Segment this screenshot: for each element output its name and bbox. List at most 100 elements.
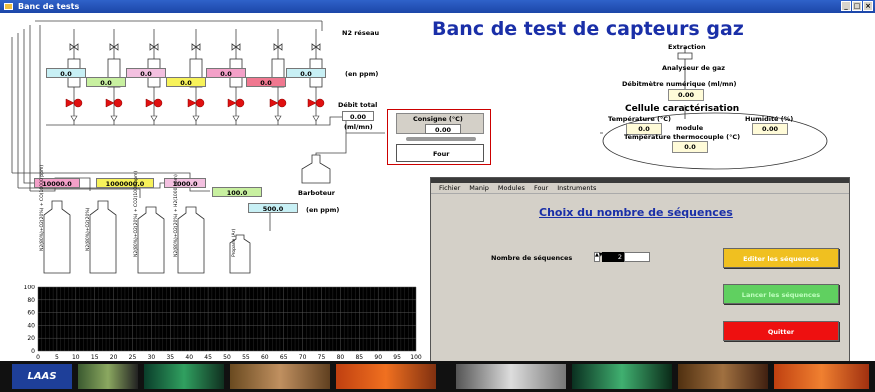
y-tick-label: 40: [27, 322, 35, 329]
window-titlebar: Banc de tests _ □ ×: [0, 0, 875, 13]
gas-schematic: [11, 20, 385, 274]
temp-label: Température (°C): [608, 115, 671, 123]
laas-logo: LAAS: [12, 364, 72, 389]
app-icon: [4, 3, 13, 10]
cellule-title: Cellule caractérisation: [625, 104, 740, 114]
menu-four[interactable]: Four: [533, 184, 549, 192]
menu-instruments[interactable]: Instruments: [557, 184, 597, 192]
consigne-slider[interactable]: [406, 137, 476, 141]
thermo-label: Température thermocouple (°C): [624, 133, 741, 141]
analyseur-label: Analyseur de gaz: [662, 64, 726, 72]
nb-seq-label: Nombre de séquences: [491, 254, 573, 262]
debit-total-unit: (ml/mn): [344, 123, 373, 131]
menu-fichier[interactable]: Fichier: [439, 184, 461, 192]
temp-value: 0.0: [626, 123, 662, 135]
thermo-value: 0.0: [672, 141, 708, 153]
main-panel: Banc de test de capteurs gaz N2 réseau 0…: [0, 13, 875, 392]
close-button[interactable]: ×: [863, 1, 873, 11]
maximize-button[interactable]: □: [852, 1, 862, 11]
film-frame: [678, 364, 768, 389]
quit-button[interactable]: Quitter: [723, 321, 839, 341]
consigne-group: Consigne (°C) 0.00: [396, 113, 484, 134]
x-tick-label: 100: [410, 354, 422, 361]
film-frame: [230, 364, 330, 389]
barboteur-label: Barboteur: [298, 189, 336, 197]
x-tick-label: 60: [261, 354, 269, 361]
x-tick-label: 5: [55, 354, 59, 361]
x-tick-label: 65: [280, 354, 288, 361]
bottle-label: N2(80%)+O2(20%): [86, 207, 91, 251]
menu-manip[interactable]: Manip: [469, 184, 489, 192]
x-tick-label: 80: [337, 354, 345, 361]
x-tick-label: 25: [129, 354, 137, 361]
y-tick-label: 20: [27, 335, 35, 342]
consigne-input[interactable]: 0.00: [425, 124, 461, 134]
film-frame: [144, 364, 224, 389]
dialog-title: Choix du nombre de séquences: [539, 206, 733, 219]
bottle-label: N2(80%)+O2(20%) + H2(1000 ppm): [174, 174, 179, 257]
four-label: Four: [433, 150, 450, 158]
app-title: Banc de test de capteurs gaz: [432, 18, 744, 40]
y-tick-label: 80: [27, 297, 35, 304]
bottle-concentration: 100.0: [212, 187, 262, 197]
film-frame: [456, 364, 566, 389]
dialog-top-strip: [431, 178, 849, 183]
cell-schematic: [600, 47, 828, 170]
x-tick-label: 75: [318, 354, 326, 361]
humid-value: 0.00: [752, 123, 788, 135]
window-title: Banc de tests: [18, 2, 80, 11]
launch-sequences-button[interactable]: Lancer les séquences: [723, 284, 839, 304]
menu-modules[interactable]: Modules: [497, 184, 525, 192]
y-tick-label: 0: [31, 348, 35, 355]
nb-seq-field-extension: [624, 252, 650, 262]
film-frame: [572, 364, 672, 389]
bottle-concentration: 1000000.0: [96, 178, 154, 188]
x-tick-label: 35: [166, 354, 174, 361]
sequence-dialog: Fichier Manip Modules Four Instruments C…: [430, 177, 850, 374]
x-tick-label: 85: [355, 354, 363, 361]
x-tick-label: 40: [185, 354, 193, 361]
edit-sequences-button[interactable]: Editer les séquences: [723, 248, 839, 268]
bottle-label: N2(80%)+O2(20%) + CO(10000 ppm): [40, 164, 45, 251]
consigne-label: Consigne (°C): [413, 115, 463, 123]
nb-seq-input[interactable]: 2: [602, 252, 624, 262]
humid-label: Humidité (%): [745, 115, 794, 123]
extraction-label: Extraction: [668, 43, 706, 51]
x-tick-label: 55: [242, 354, 250, 361]
x-tick-label: 30: [148, 354, 156, 361]
nb-seq-stepper[interactable]: ▲▼: [594, 252, 603, 262]
x-tick-label: 45: [204, 354, 212, 361]
four-box: Four: [396, 144, 484, 162]
debit-total-value: 0.00: [342, 111, 374, 121]
dialog-menubar: Fichier Manip Modules Four Instruments: [431, 183, 849, 194]
debitmetre-label: Débitmètre numérique (ml/mn): [622, 80, 737, 88]
y-tick-label: 100: [24, 285, 36, 291]
y-tick-label: 60: [27, 310, 35, 317]
x-tick-label: 20: [110, 354, 118, 361]
x-tick-label: 15: [91, 354, 99, 361]
debitmetre-value: 0.00: [668, 89, 704, 101]
bottle-unit-label: (en ppm): [306, 206, 340, 214]
x-tick-label: 90: [374, 354, 382, 361]
debit-total-label: Débit total: [338, 101, 378, 109]
x-tick-label: 0: [36, 354, 40, 361]
minimize-button[interactable]: _: [841, 1, 851, 11]
flow-indicator: 0.0: [86, 77, 126, 87]
flow-indicator: 0.0: [206, 68, 246, 78]
flow-indicator: 0.0: [166, 77, 206, 87]
consigne-panel: Consigne (°C) 0.00 Four: [387, 109, 491, 165]
film-frame: [336, 364, 436, 389]
flow-indicator: 0.0: [126, 68, 166, 78]
bottle-label: N2(80%)+O2(20%) + CO2(1000 ppm): [134, 170, 139, 257]
flow-indicator: 0.0: [246, 77, 286, 87]
x-tick-label: 95: [393, 354, 401, 361]
flow-unit-label: (en ppm): [345, 70, 379, 78]
bottle-concentration: 10000.0: [34, 178, 80, 188]
x-tick-label: 10: [72, 354, 80, 361]
flow-indicator: 0.0: [286, 68, 326, 78]
x-tick-label: 70: [299, 354, 307, 361]
laas-filmstrip: LAAS: [0, 361, 875, 392]
bottle-label: Propane (Ar): [232, 228, 237, 257]
